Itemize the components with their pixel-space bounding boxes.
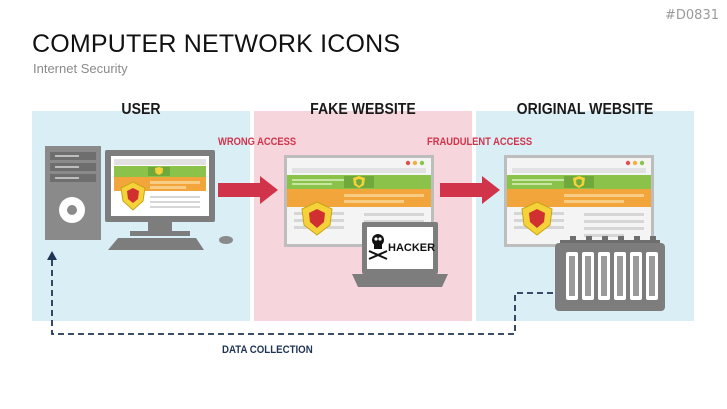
hacker-laptop-icon <box>352 222 448 287</box>
page-title: COMPUTER NETWORK ICONS <box>32 30 401 58</box>
wrong-access-label: WRONG ACCESS <box>218 136 297 148</box>
data-collection-label: DATA COLLECTION <box>222 344 313 356</box>
original-website-browser-icon <box>503 154 655 248</box>
keyboard-icon <box>108 238 204 250</box>
data-collection-path <box>47 251 553 335</box>
wrong-access-arrow <box>218 176 278 204</box>
slide-id: #D0831 <box>665 8 719 23</box>
user-panel-label: USER <box>121 101 161 118</box>
monitor-icon <box>105 150 215 236</box>
fraudulent-access-arrow <box>440 176 500 204</box>
server-icon <box>555 236 665 311</box>
page-subtitle: Internet Security <box>33 61 128 76</box>
mouse-icon <box>219 236 233 244</box>
fraudulent-access-label: FRAUDULENT ACCESS <box>427 136 533 148</box>
hacker-label: HACKER <box>388 242 435 254</box>
original-website-panel-label: ORIGINAL WEBSITE <box>516 101 654 118</box>
pc-tower-icon <box>45 146 101 240</box>
fake-website-panel-label: FAKE WEBSITE <box>310 101 416 118</box>
